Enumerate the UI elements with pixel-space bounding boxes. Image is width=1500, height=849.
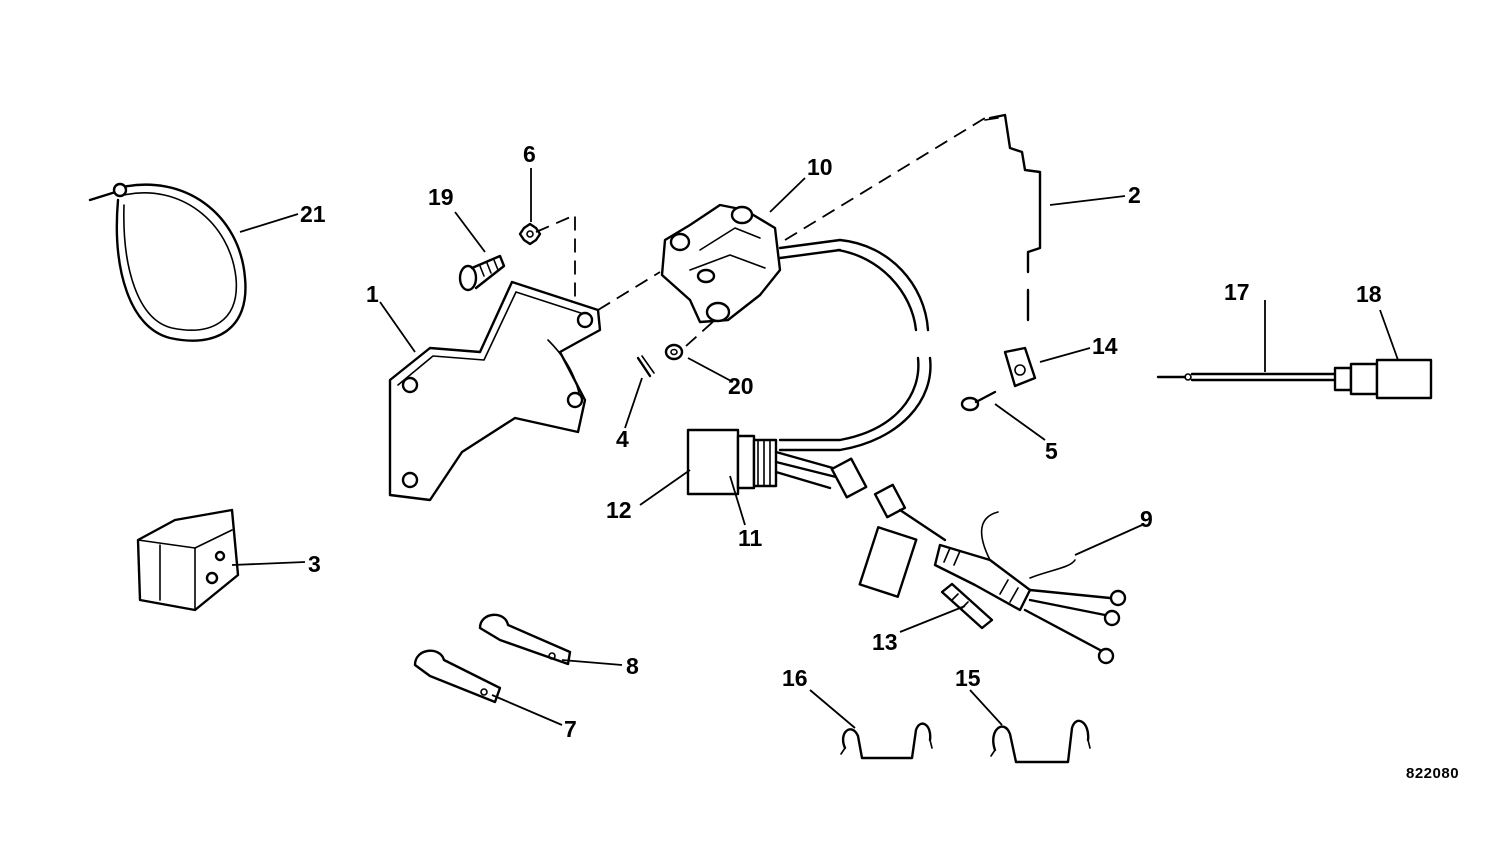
part-retainer-clip [1003, 346, 1037, 388]
callout-13: 13 [872, 629, 898, 655]
callout-19: 19 [428, 184, 454, 210]
callout-12: 12 [606, 497, 632, 523]
part-spring-clip-small [840, 722, 933, 760]
part-washer [664, 343, 684, 361]
callout-11: 11 [738, 525, 763, 551]
callout-labels: 21 19 6 10 2 1 4 20 17 18 14 5 9 12 11 3… [300, 141, 1459, 782]
part-clamp-upper [478, 613, 572, 666]
callout-15: 15 [955, 665, 981, 691]
part-harness-cable [778, 238, 932, 452]
part-wire-harness [830, 457, 1127, 665]
alignment-line-6 [535, 213, 576, 300]
callout-20: 20 [728, 373, 754, 399]
callout-14: 14 [1092, 333, 1118, 359]
callout-6: 6 [523, 141, 536, 167]
part-screw [960, 390, 997, 412]
callout-2: 2 [1128, 182, 1141, 208]
part-spring-clip-large [990, 719, 1091, 764]
callout-9: 9 [1140, 506, 1153, 532]
callout-21: 21 [300, 201, 326, 227]
part-clamp-lower [413, 649, 502, 704]
part-mounting-bracket [388, 280, 602, 502]
leader-lines [231, 168, 1399, 729]
callout-7: 7 [564, 716, 577, 742]
alignment-line-20 [685, 319, 716, 347]
callout-5: 5 [1045, 438, 1058, 464]
callout-4: 4 [616, 426, 629, 452]
part-bolt [458, 254, 506, 292]
part-sensor-assembly [660, 203, 842, 324]
callout-8: 8 [626, 653, 639, 679]
part-probe [1156, 358, 1433, 400]
callout-17: 17 [1224, 279, 1250, 305]
callout-1: 1 [366, 281, 379, 307]
drawing-number: 822080 [1406, 765, 1459, 782]
alignment-line-10 [597, 271, 661, 311]
part-connector-plug [686, 428, 842, 496]
part-module-block [136, 508, 240, 612]
callout-18: 18 [1356, 281, 1382, 307]
part-lock-washer [518, 222, 542, 246]
part-cable-tie [88, 182, 247, 342]
callout-3: 3 [308, 551, 321, 577]
callout-10: 10 [807, 154, 833, 180]
alignment-line-2 [784, 117, 986, 241]
callout-16: 16 [782, 665, 808, 691]
part-link-rod [984, 113, 1042, 322]
part-cotter-pin [636, 355, 655, 378]
